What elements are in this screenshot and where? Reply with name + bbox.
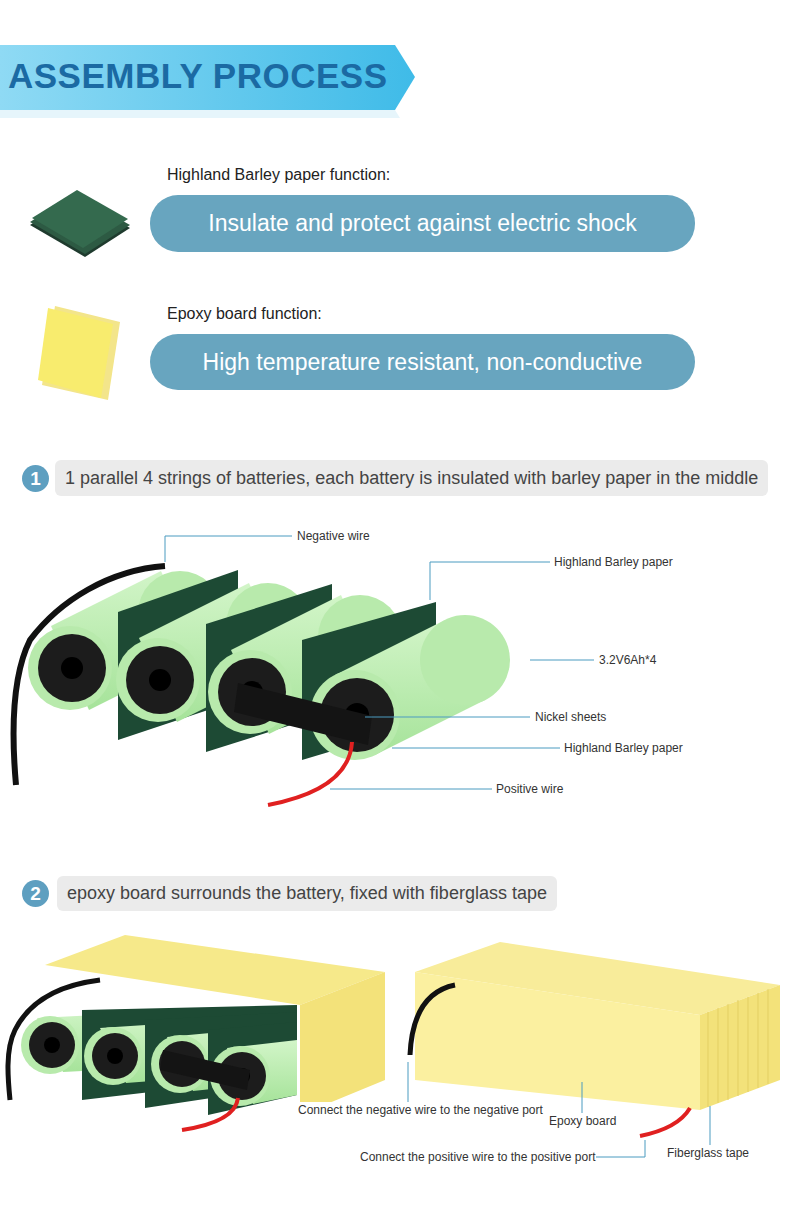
leader-label: Positive wire [495, 781, 564, 797]
function-row: Epoxy board function: High temperature re… [150, 305, 695, 390]
step-text-bar: epoxy board surrounds the battery, fixed… [57, 876, 557, 911]
leader-label: Highland Barley paper [563, 740, 684, 756]
leader-label: Connect the negative wire to the negativ… [297, 1102, 544, 1118]
epoxy-board-icon [38, 306, 120, 400]
step-number-text: 1 [30, 468, 41, 490]
leader-label: Connect the positive wire to the positiv… [359, 1149, 596, 1165]
function-row: Highland Barley paper function: Insulate … [150, 166, 695, 252]
battery-pack-open [13, 536, 594, 805]
function-pill: High temperature resistant, non-conducti… [150, 334, 695, 390]
step-text: epoxy board surrounds the battery, fixed… [67, 883, 547, 904]
function-heading: Highland Barley paper function: [167, 166, 390, 184]
leader-label: Epoxy board [548, 1113, 617, 1129]
title-band [0, 45, 415, 110]
function-heading: Epoxy board function: [167, 305, 322, 323]
step-text-bar: 1 parallel 4 strings of batteries, each … [55, 460, 768, 496]
leader-label: Highland Barley paper [553, 554, 674, 570]
function-text: High temperature resistant, non-conducti… [203, 349, 643, 376]
leader-label: 3.2V6Ah*4 [598, 652, 657, 668]
battery-pack-wrapped [408, 942, 780, 1157]
battery-pack-partly-wrapped [8, 935, 385, 1130]
step-number: 1 [22, 465, 49, 492]
step-text: 1 parallel 4 strings of batteries, each … [65, 468, 758, 489]
leader-label: Nickel sheets [534, 709, 607, 725]
band-shadow [0, 110, 400, 118]
function-pill: Insulate and protect against electric sh… [150, 195, 695, 252]
step-number: 2 [22, 880, 49, 907]
leader-label: Negative wire [296, 528, 371, 544]
function-text: Insulate and protect against electric sh… [208, 210, 636, 237]
step-number-text: 2 [30, 883, 41, 905]
title: ASSEMBLY PROCESS [8, 56, 388, 96]
leader-label: Fiberglass tape [666, 1145, 750, 1161]
barley-paper-icon [30, 190, 130, 257]
